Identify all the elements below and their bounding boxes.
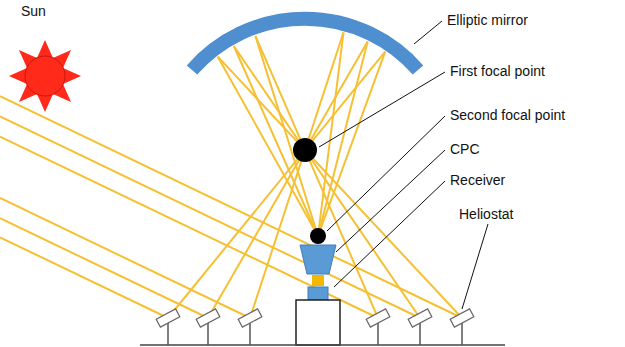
light-ray bbox=[0, 237, 168, 318]
part-label: CPC bbox=[449, 141, 481, 157]
light-ray bbox=[255, 36, 318, 236]
heliostat-symbol bbox=[366, 309, 390, 345]
receiver-mount bbox=[308, 287, 328, 300]
receiver-shape bbox=[312, 275, 324, 286]
tower bbox=[296, 300, 340, 345]
light-ray bbox=[218, 57, 318, 236]
light-ray bbox=[0, 198, 250, 318]
light-ray bbox=[234, 46, 318, 236]
light-ray bbox=[234, 46, 420, 318]
light-ray bbox=[255, 36, 378, 318]
part-label: Heliostat bbox=[458, 206, 514, 222]
part-label: Second focal point bbox=[449, 107, 566, 123]
first-focal-point bbox=[293, 138, 317, 162]
light-ray bbox=[0, 96, 462, 318]
heliostat-symbol bbox=[156, 309, 180, 345]
heliostats bbox=[156, 309, 474, 345]
sun-symbol bbox=[9, 40, 81, 112]
heliostat-symbol bbox=[238, 309, 262, 345]
light-ray bbox=[0, 137, 378, 318]
light-ray bbox=[0, 218, 208, 318]
heliostat-symbol bbox=[408, 309, 432, 345]
light-ray bbox=[218, 57, 462, 318]
light-ray bbox=[208, 41, 368, 318]
ground-line bbox=[140, 344, 505, 346]
part-label: Elliptic mirror bbox=[446, 12, 529, 28]
light-rays bbox=[0, 32, 462, 318]
light-ray bbox=[0, 116, 420, 318]
part-label: First focal point bbox=[449, 63, 546, 79]
sun-label: Sun bbox=[20, 3, 47, 19]
light-ray bbox=[168, 52, 385, 318]
second-focal-point bbox=[310, 228, 326, 244]
cpc-shape bbox=[300, 245, 336, 274]
heliostat-symbol bbox=[196, 309, 220, 345]
elliptic-mirror bbox=[192, 19, 418, 70]
heliostat-symbol bbox=[450, 309, 474, 345]
part-label: Receiver bbox=[449, 172, 506, 188]
